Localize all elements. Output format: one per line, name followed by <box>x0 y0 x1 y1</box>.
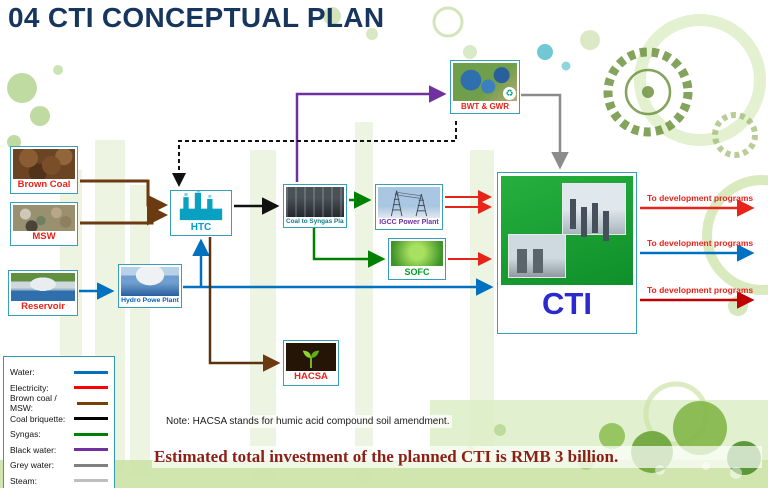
water-line-swatch <box>74 370 108 374</box>
legend-item: Steam: <box>10 475 108 486</box>
legend-label: Water: <box>10 367 35 377</box>
transmission-tower-icon <box>378 187 440 218</box>
legend-label: Steam: <box>10 475 37 486</box>
node-label: CTI <box>542 286 592 321</box>
legend-label: Syngas: <box>10 429 41 439</box>
investment-statement: Estimated total investment of the planne… <box>152 446 762 468</box>
node-label: HTC <box>190 221 212 233</box>
steam-line-swatch <box>74 479 108 482</box>
legend-item: Grey water: <box>10 460 108 471</box>
node-bwt-gwr: ♻ BWT & GWR <box>450 60 520 114</box>
legend-item: Water: <box>10 367 108 378</box>
node-label: MSW <box>32 231 56 243</box>
node-cti: CTI <box>497 172 637 334</box>
factory-icon <box>173 190 229 221</box>
legend-label: Black water: <box>10 444 57 455</box>
black-water-line-swatch <box>74 448 108 451</box>
node-label: SOFC <box>404 266 430 277</box>
sprout-icon <box>286 343 336 372</box>
node-msw: MSW <box>10 202 78 246</box>
node-label: Reservoir <box>21 301 65 313</box>
legend-label: Brown coal / MSW: <box>10 393 57 413</box>
output-label-2: To development programs <box>647 238 754 248</box>
grey-water-line-swatch <box>74 463 108 467</box>
node-label: BWT & GWR <box>461 101 509 111</box>
legend-label: Coal briquette: <box>10 413 66 424</box>
node-sofc: SOFC <box>388 238 446 280</box>
node-brown-coal: Brown Coal <box>10 146 78 194</box>
node-htc: HTC <box>170 190 232 236</box>
recycle-icon: ♻ <box>503 86 516 100</box>
brown-coal-line-swatch <box>76 401 108 405</box>
legend-label: Grey water: <box>10 460 54 470</box>
output-label-1: To development programs <box>647 193 754 203</box>
node-igcc-power-plant: IGCC Power Plant <box>375 184 443 230</box>
cooling-towers-photo <box>508 234 566 278</box>
legend-item: Electricity: <box>10 382 108 393</box>
sofc-photo <box>391 241 443 266</box>
msw-photo <box>13 205 75 232</box>
hacsa-note: Note: HACSA stands for humic acid compou… <box>163 415 453 428</box>
output-label-3: To development programs <box>647 285 754 295</box>
water-treatment-photo: ♻ <box>453 63 517 101</box>
syngas-plant-photo <box>286 187 344 217</box>
reservoir-photo <box>11 273 75 302</box>
node-label: Brown Coal <box>17 179 71 191</box>
coal-briquette-line-swatch <box>74 417 108 420</box>
legend-label: Electricity: <box>10 382 49 393</box>
hydro-plant-photo <box>121 267 179 297</box>
syngas-line-swatch <box>74 432 108 436</box>
node-hacsa: HACSA <box>283 340 339 386</box>
node-reservoir: Reservoir <box>8 270 78 316</box>
power-plant-photo <box>562 183 626 235</box>
legend-item: Black water: <box>10 444 108 455</box>
node-label: IGCC Power Plant <box>379 218 439 226</box>
node-coal-to-syngas-plant: Coal to Syngas Plant <box>283 184 347 228</box>
node-hydro-power-plant: Hydro Powe Plant <box>118 264 182 308</box>
node-label: Coal to Syngas Plant <box>286 217 344 225</box>
legend-item: Coal briquette: <box>10 413 108 424</box>
node-label: HACSA <box>294 371 328 383</box>
cti-plant-photo <box>501 176 633 285</box>
node-label: Hydro Powe Plant <box>121 297 179 305</box>
legend: Water: Electricity: Brown coal / MSW: Co… <box>3 356 115 488</box>
electricity-line-swatch <box>74 386 108 389</box>
brown-coal-photo <box>13 149 75 180</box>
page-title: 04 CTI CONCEPTUAL PLAN <box>8 2 385 33</box>
legend-item: Brown coal / MSW: <box>10 393 108 413</box>
legend-item: Syngas: <box>10 429 108 440</box>
